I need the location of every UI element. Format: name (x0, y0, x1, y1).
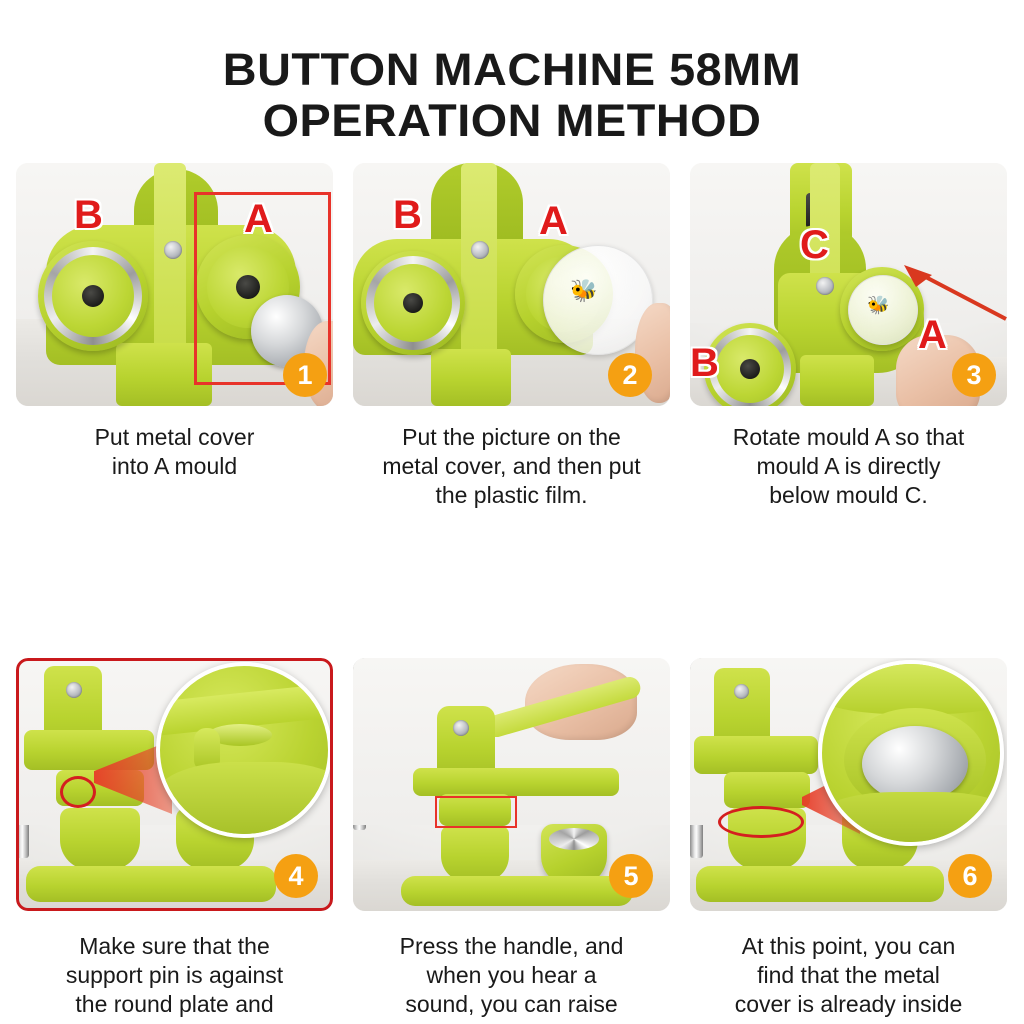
mould-a: 🐝 (840, 267, 924, 351)
step-caption-4: Make sure that the support pin is agains… (64, 933, 285, 1024)
steps-row-2: 4 Make sure that the support pin is agai… (16, 658, 1008, 1024)
step-caption-2: Put the picture on the metal cover, and … (382, 424, 641, 508)
plastic-film-disc: 🐝 (543, 245, 653, 355)
step-photo-2: 🐝 B A 2 (353, 163, 670, 406)
press-crossbar (413, 768, 619, 796)
page-title-line-2: OPERATION METHOD (262, 95, 762, 146)
step-card-5: 5 Press the handle, and when you hear a … (353, 658, 670, 1024)
step-caption-3: Rotate mould A so that mould A is direct… (732, 424, 965, 508)
steps-row-1: B A 1 Put metal cover into A mould (16, 163, 1008, 510)
step-photo-1: B A 1 (16, 163, 333, 406)
step-photo-4: 4 (16, 658, 333, 911)
printed-picture: 🐝 (867, 295, 890, 315)
second-mould-chrome-ring (549, 828, 599, 850)
mould-b-hub (82, 285, 104, 307)
step-badge-6: 6 (948, 854, 992, 898)
red-rectangle-highlight (435, 796, 517, 828)
machine-foot (800, 355, 874, 406)
mould-b-hub (740, 359, 760, 379)
red-rectangle-around-mould-a (194, 192, 331, 385)
magnifier-inset (156, 662, 332, 838)
machine-base-plate (26, 866, 276, 902)
mould-b (38, 241, 148, 351)
label-letter-b: B (73, 193, 104, 237)
printed-picture: 🐝 (570, 278, 598, 303)
lower-mould-body (441, 826, 509, 882)
mould-b-hub (403, 293, 423, 313)
machine-screw (453, 720, 469, 736)
label-letter-b: B (690, 341, 720, 385)
step-badge-5: 5 (609, 854, 653, 898)
step-card-6: 6 At this point, you can find that the m… (690, 658, 1007, 1024)
step-caption-1: Put metal cover into A mould (94, 424, 255, 479)
page-title: BUTTON MACHINE 58MM OPERATION METHOD (0, 44, 1024, 146)
machine-screw (734, 684, 749, 699)
upper-mould-die (439, 794, 511, 826)
machine-screw (816, 277, 834, 295)
mould-b (704, 323, 796, 406)
magnifier-inset (818, 660, 1004, 846)
steps-grid: B A 1 Put metal cover into A mould (16, 163, 1008, 1024)
metal-cover-inside-mould (862, 726, 968, 802)
step-card-2: 🐝 B A 2 Put the picture on the metal cov… (353, 163, 670, 510)
press-crossbar (694, 736, 818, 774)
machine-screw (471, 241, 489, 259)
red-arrow-icon (904, 265, 1007, 321)
machine-screw (66, 682, 82, 698)
label-letter-a: A (917, 313, 948, 357)
step-photo-5: 5 (353, 658, 670, 911)
step-photo-3: 🐝 C (690, 163, 1007, 406)
label-letter-a: A (243, 197, 274, 241)
red-ellipse-highlight (718, 806, 804, 838)
page-title-line-1: BUTTON MACHINE 58MM (222, 44, 802, 95)
mould-b (361, 251, 465, 355)
lower-mould-body (60, 808, 140, 870)
label-letter-c: C (799, 223, 830, 267)
plastic-film-disc: 🐝 (848, 275, 918, 345)
step-badge-3: 3 (952, 353, 996, 397)
machine-screw (164, 241, 182, 259)
step-badge-2: 2 (608, 353, 652, 397)
step-card-3: 🐝 C (690, 163, 1007, 510)
step-badge-4: 4 (274, 854, 318, 898)
machine-foot (431, 349, 511, 406)
label-letter-a: A (538, 199, 569, 243)
label-letter-b: B (392, 193, 423, 237)
machine-base-plate (696, 866, 944, 902)
red-circle-highlight (60, 776, 96, 808)
second-mould (541, 824, 607, 886)
step-photo-6: 6 (690, 658, 1007, 911)
step-caption-6: At this point, you can find that the met… (734, 933, 963, 1024)
mould-a-hub (236, 275, 260, 299)
step-caption-5: Press the handle, and when you hear a so… (399, 933, 624, 1024)
step-card-1: B A 1 Put metal cover into A mould (16, 163, 333, 510)
step-badge-1: 1 (283, 353, 327, 397)
step-card-4: 4 Make sure that the support pin is agai… (16, 658, 333, 1024)
upper-mould-die (724, 772, 810, 808)
machine-base-plate (401, 876, 633, 906)
